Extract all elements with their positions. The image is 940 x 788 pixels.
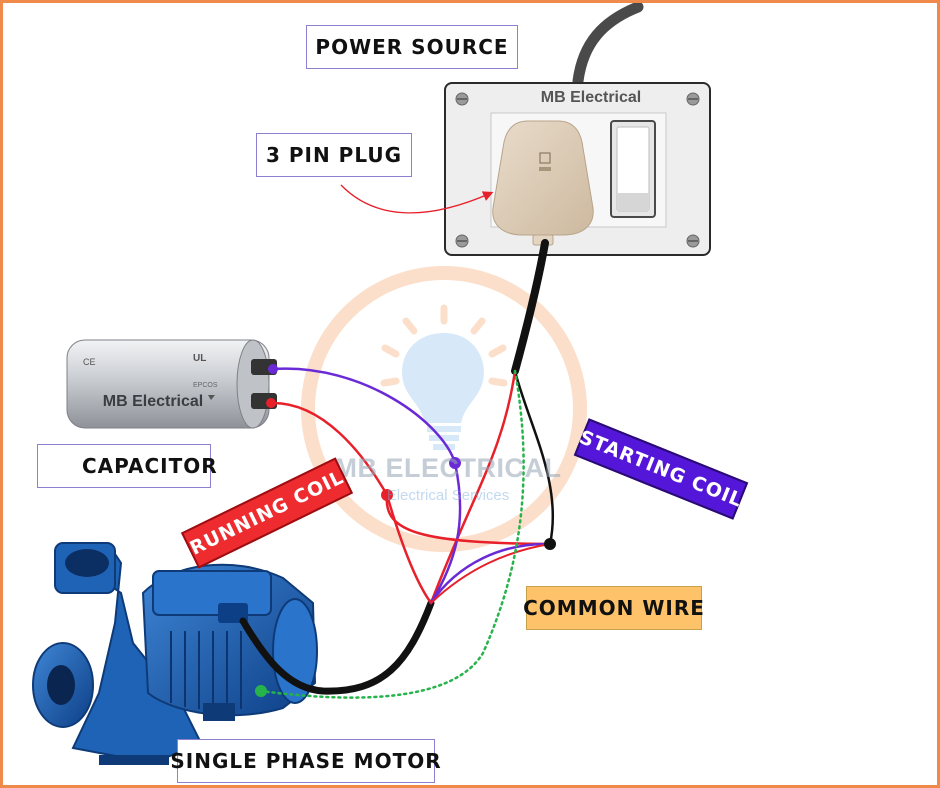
single-phase-motor-label: SINGLE PHASE MOTOR	[170, 739, 441, 783]
screw-icon	[455, 92, 469, 106]
motor-cable	[239, 599, 435, 695]
power-cable	[572, 3, 644, 87]
switchboard-brand: MB Electrical	[540, 89, 642, 106]
red-supply-wire	[429, 369, 517, 605]
earth-terminal	[255, 685, 267, 697]
capacitor-label: CAPACITOR	[37, 444, 217, 488]
three-pin-plug	[492, 120, 594, 246]
watermark-subtitle: Electrical Services	[386, 487, 510, 504]
rocker-switch	[610, 120, 656, 218]
running-coil-junction	[381, 489, 393, 501]
wiring-diagram: CE UL EPCOS	[32, 3, 711, 765]
capacitor-terminal-red	[266, 398, 276, 408]
earth-wire	[259, 369, 525, 699]
plug-callout-arrow	[340, 184, 494, 214]
red-common-branch	[430, 543, 551, 604]
watermark-title: MB ELECTRICAL	[334, 453, 562, 483]
single-phase-motor	[32, 542, 318, 765]
watermark-ring	[301, 266, 587, 552]
starting-coil-junction	[449, 457, 461, 469]
capacitor-body: CE UL EPCOS	[66, 339, 277, 429]
lightbulb-icon	[380, 304, 508, 450]
ce-mark: CE	[83, 357, 96, 367]
common-junction	[544, 538, 556, 550]
capacitor-terminal-purple	[268, 364, 278, 374]
capacitor-brand: MB Electrical	[102, 393, 204, 410]
common-wire	[513, 369, 555, 546]
screw-icon	[686, 92, 700, 106]
watermark	[301, 266, 587, 552]
switchboard	[444, 82, 711, 256]
screw-icon	[455, 234, 469, 248]
power-source-label: POWER SOURCE	[306, 25, 518, 69]
ul-mark: UL	[193, 353, 206, 364]
running-coil-wire	[385, 493, 552, 546]
epcos-logo-icon	[208, 395, 215, 400]
common-wire-label: COMMON WIRE	[523, 586, 704, 630]
epcos-mark: EPCOS	[193, 382, 218, 389]
mains-cable	[511, 239, 549, 375]
screw-icon	[686, 234, 700, 248]
three-pin-plug-label: 3 PIN PLUG	[256, 133, 412, 177]
starting-coil-wire	[429, 542, 552, 605]
